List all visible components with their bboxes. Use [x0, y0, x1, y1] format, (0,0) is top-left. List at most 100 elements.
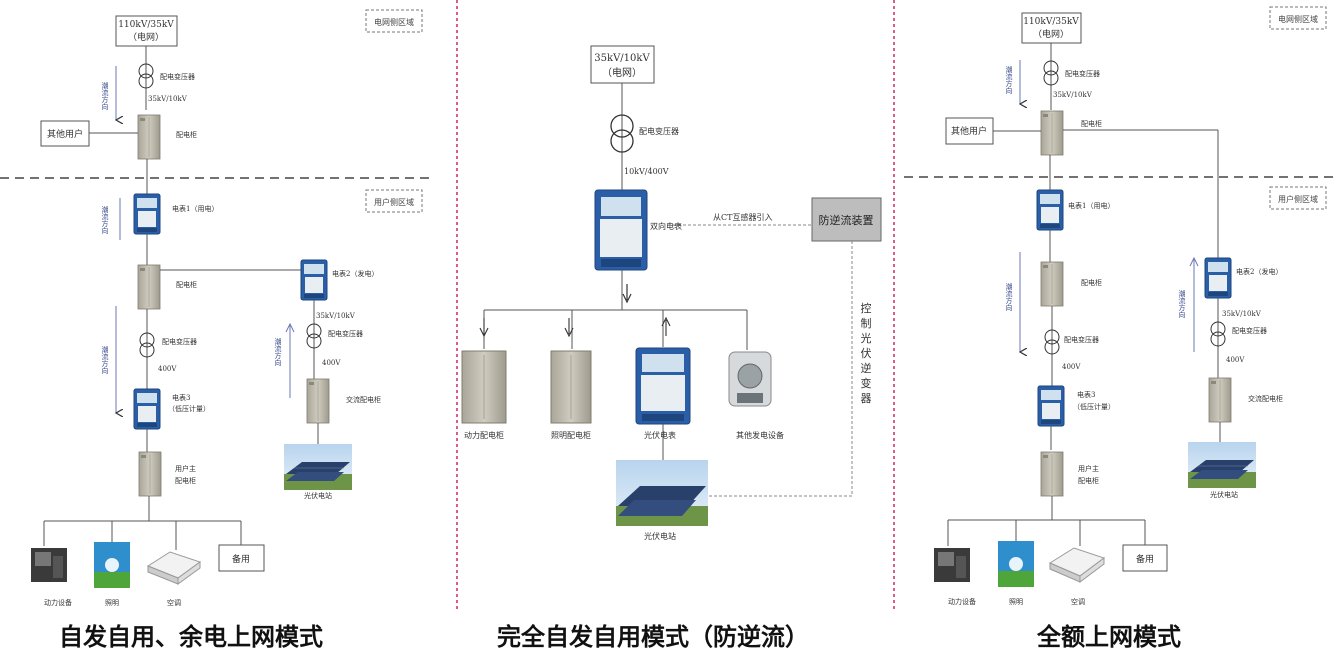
flow-direction-label-2: 潮流方向 [1005, 282, 1013, 311]
meter1-label: 电表1（用电） [172, 204, 218, 213]
voltage-400-label-2: 400V [1226, 356, 1245, 364]
caption-full-grid-export: 全额上网模式 [1037, 623, 1181, 651]
air-conditioner-label: 空调 [167, 598, 181, 607]
lighting-cabinet-icon [550, 350, 592, 424]
caption-self-use-surplus: 自发自用、余电上网模式 [59, 623, 323, 651]
flow-direction-label: 潮流方向 [1005, 65, 1013, 94]
spare-label: 备用 [232, 553, 250, 565]
meter2-label: 电表2（发电） [332, 269, 378, 278]
grid-zone-label: 电网侧区域 [1278, 14, 1318, 24]
flow-direction-label-3: 潮流方向 [1178, 289, 1186, 318]
power-cabinet-icon [461, 350, 507, 424]
meter3-label: 电表3 [172, 393, 190, 402]
cabinet-label: 配电柜 [1081, 119, 1102, 128]
pv-station-image [283, 443, 353, 491]
grid-label: 35kV/10kV [594, 53, 650, 64]
voltage-label-2: 35kV/10kV [316, 312, 356, 320]
main-cabinet-label-2: 配电柜 [1078, 476, 1099, 485]
main-cabinet-label-2: 配电柜 [175, 476, 196, 485]
pv-meter-icon [635, 347, 691, 425]
flow-direction-label-3: 潮流方向 [101, 345, 109, 374]
control-inverter-label: 控 制 光 伏 逆 变 器 [861, 301, 872, 405]
pv-station-label: 光伏电站 [304, 491, 332, 500]
voltage-label-2: 35kV/10kV [1222, 310, 1262, 318]
meter3-sublabel: （低压计量） [168, 404, 210, 413]
voltage-label: 10kV/400V [624, 167, 669, 176]
main-cabinet-label: 用户主 [1078, 464, 1099, 473]
ct-label: 从CT互感器引入 [713, 212, 772, 222]
voltage-400-label: 400V [1062, 363, 1081, 371]
user-zone-label: 用户侧区域 [1278, 194, 1318, 204]
svg-text:伏: 伏 [861, 346, 872, 360]
air-conditioner-icon [146, 551, 202, 585]
meter3-sublabel: （低压计量） [1073, 402, 1115, 411]
svg-text:制: 制 [861, 317, 872, 330]
pv-station-label: 光伏电站 [1210, 490, 1238, 499]
svg-text:光: 光 [861, 331, 872, 345]
flow-direction-label: 潮流方向 [101, 81, 109, 110]
transformer-label-3: 配电变压器 [328, 329, 363, 338]
ac-cabinet-label: 交流配电柜 [1248, 394, 1283, 403]
transformer-label: 配电变压器 [639, 126, 679, 136]
voltage-400-label-2: 400V [322, 359, 341, 367]
caption-full-self-use: 完全自发自用模式（防逆流） [497, 623, 809, 651]
grid-label: 110kV/35kV [1023, 17, 1079, 27]
power-equipment-icon [934, 548, 970, 582]
meter3-label: 电表3 [1077, 390, 1095, 399]
transformer-label-2: 配电变压器 [1064, 335, 1099, 344]
grid-zone-label: 电网侧区域 [374, 17, 414, 27]
grid-sublabel: （电网） [602, 66, 642, 79]
lighting-label: 照明 [1009, 598, 1023, 606]
panel-full-grid-export: 110kV/35kV （电网） 电网侧区域 配电变压器 35kV/10kV 潮流… [904, 6, 1334, 606]
grid-sublabel: （电网） [1033, 28, 1069, 40]
lighting-icon [998, 541, 1034, 587]
grid-label: 110kV/35kV [118, 20, 174, 30]
panel-full-self-use: 35kV/10kV （电网） 配电变压器 10kV/400V 双向电表 从CT互… [461, 45, 882, 541]
flow-direction-label-4: 潮流方向 [274, 337, 282, 366]
power-equipment-label: 动力设备 [948, 597, 976, 606]
ac-cabinet-label: 交流配电柜 [346, 395, 381, 404]
pv-meter-label: 光伏电表 [644, 430, 676, 440]
svg-text:器: 器 [861, 392, 872, 405]
anti-backflow-device-label: 防逆流装置 [819, 213, 874, 227]
transformer-label: 配电变压器 [1065, 69, 1100, 78]
voltage-label: 35kV/10kV [1053, 91, 1093, 99]
panel-self-use-surplus: 110kV/35kV （电网） 电网侧区域 配电变压器 35kV/10kV 潮流… [0, 9, 430, 607]
spare-label: 备用 [1136, 553, 1154, 565]
grid-sublabel: （电网） [128, 31, 164, 43]
other-users-label: 其他用户 [951, 125, 987, 137]
other-generation-icon [728, 351, 772, 407]
power-equipment-icon [31, 548, 67, 582]
air-conditioner-icon [1048, 547, 1106, 583]
pv-station-label: 光伏电站 [644, 531, 676, 541]
flow-direction-label-2: 潮流方向 [101, 205, 109, 234]
voltage-label: 35kV/10kV [148, 95, 188, 103]
bidirectional-meter [594, 189, 648, 271]
meter2-label: 电表2（发电） [1236, 267, 1282, 276]
cabinet-label: 配电柜 [176, 130, 197, 139]
voltage-400-label: 400V [158, 365, 177, 373]
pv-station-image [616, 460, 708, 526]
lighting-label: 照明 [105, 599, 119, 607]
lighting-icon [94, 542, 130, 588]
main-cabinet-label: 用户主 [175, 464, 196, 473]
cabinet-label-2: 配电柜 [176, 280, 197, 289]
transformer-label: 配电变压器 [160, 72, 195, 81]
svg-text:变: 变 [861, 376, 872, 390]
meter1-label: 电表1（用电） [1068, 201, 1114, 210]
pv-station-image [1187, 441, 1257, 489]
transformer-label-2: 配电变压器 [162, 337, 197, 346]
cabinet-label-2: 配电柜 [1081, 278, 1102, 287]
air-conditioner-label: 空调 [1071, 597, 1085, 606]
user-zone-label: 用户侧区域 [374, 197, 414, 207]
svg-text:控: 控 [861, 301, 872, 315]
bidirectional-meter-label: 双向电表 [650, 221, 682, 231]
transformer-label-3: 配电变压器 [1232, 326, 1267, 335]
lighting-cabinet-label: 照明配电柜 [551, 430, 591, 440]
power-cabinet-label: 动力配电柜 [464, 430, 504, 440]
other-users-label: 其他用户 [47, 128, 83, 140]
power-equipment-label: 动力设备 [44, 598, 72, 607]
svg-text:逆: 逆 [861, 361, 872, 375]
other-generation-label: 其他发电设备 [736, 430, 784, 440]
